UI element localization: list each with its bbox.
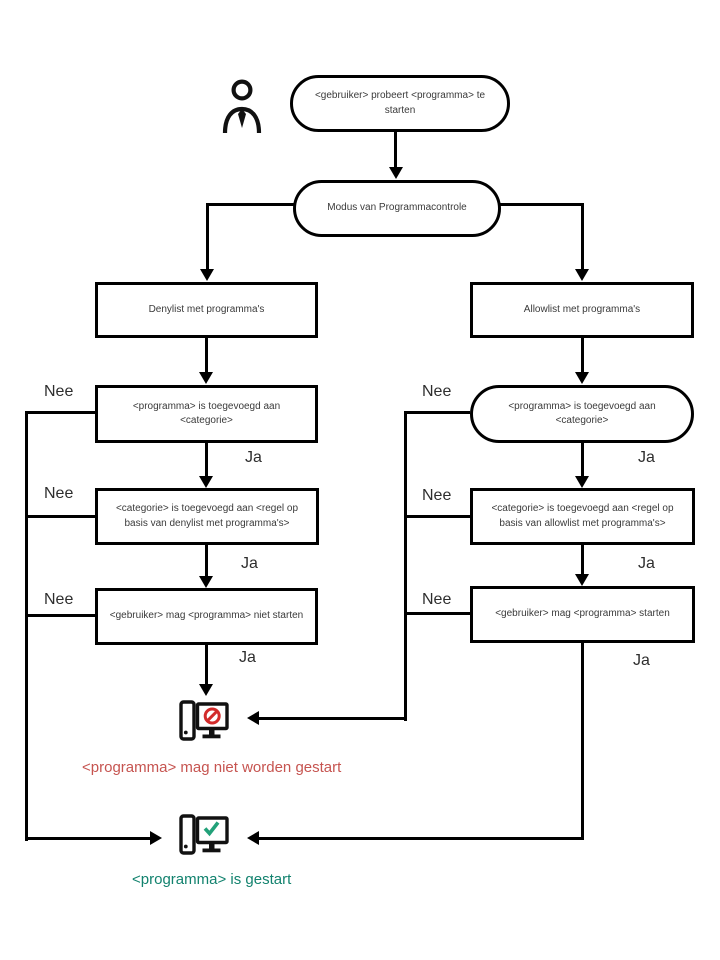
- connector-allow-3: [581, 545, 584, 575]
- connector-right-to-blocked: [259, 717, 407, 720]
- node-deny-program-check: <programma> is toegevoegd aan <categorie…: [95, 385, 318, 443]
- connector-mode-deny-v: [206, 203, 209, 270]
- arrowhead-deny-3: [199, 576, 213, 588]
- connector-nee-deny-1: [25, 411, 95, 414]
- connector-nee-allow-1: [404, 411, 470, 414]
- connector-allow-to-started: [259, 837, 584, 840]
- arrowhead-deny-2: [199, 476, 213, 488]
- edge-label-ja-allow-3: Ja: [633, 652, 650, 669]
- arrowhead-allow-1: [575, 372, 589, 384]
- edge-label-nee-deny-1: Nee: [44, 383, 74, 400]
- connector-allow-ja-v: [581, 643, 584, 840]
- arrowhead-allow-2: [575, 476, 589, 488]
- connector-start-mode: [394, 132, 397, 169]
- edge-label-ja-deny-2: Ja: [241, 555, 258, 572]
- connector-mode-allow-h: [499, 203, 584, 206]
- connector-mode-deny-h: [208, 203, 294, 206]
- connector-deny-1: [205, 338, 208, 374]
- connector-allow-1: [581, 338, 584, 374]
- node-allow-program-check: <programma> is toegevoegd aan <categorie…: [470, 385, 694, 443]
- connector-nee-allow-3: [404, 612, 470, 615]
- edge-label-ja-deny-3: Ja: [239, 649, 256, 666]
- edge-label-ja-deny-1: Ja: [245, 449, 262, 466]
- outcome-started-text: <programma> is gestart: [132, 871, 292, 888]
- edge-label-nee-allow-2: Nee: [422, 487, 452, 504]
- node-deny-category-check: <categorie> is toegevoegd aan <regel op …: [95, 488, 319, 545]
- computer-prohibition-icon: [179, 698, 229, 750]
- arrowhead-deny-1: [199, 372, 213, 384]
- connector-nee-deny-3: [25, 614, 95, 617]
- node-allow-category-check: <categorie> is toegevoegd aan <regel op …: [470, 488, 695, 545]
- arrowhead-mode-allow: [575, 269, 589, 281]
- connector-nee-deny-2: [25, 515, 95, 518]
- node-deny-action: <gebruiker> mag <programma> niet starten: [95, 588, 318, 645]
- user-icon: [220, 78, 264, 139]
- arrowhead-left-to-started: [150, 831, 162, 845]
- edge-label-nee-allow-3: Nee: [422, 591, 452, 608]
- connector-nee-bus-left: [25, 411, 28, 841]
- edge-label-nee-allow-1: Nee: [422, 383, 452, 400]
- arrowhead-allow-to-started: [247, 831, 259, 845]
- arrowhead-mode-deny: [200, 269, 214, 281]
- node-start: <gebruiker> probeert <programma> te star…: [290, 75, 510, 132]
- node-denylist: Denylist met programma's: [95, 282, 318, 338]
- connector-nee-allow-2: [404, 515, 470, 518]
- computer-check-icon: [179, 812, 229, 864]
- connector-deny-4: [205, 645, 208, 685]
- edge-label-nee-deny-3: Nee: [44, 591, 74, 608]
- arrowhead-right-to-blocked: [247, 711, 259, 725]
- outcome-blocked-text: <programma> mag niet worden gestart: [82, 759, 342, 776]
- connector-deny-3: [205, 545, 208, 577]
- arrowhead-start-mode: [389, 167, 403, 179]
- arrowhead-deny-4: [199, 684, 213, 696]
- edge-label-ja-allow-1: Ja: [638, 449, 655, 466]
- arrowhead-allow-3: [575, 574, 589, 586]
- connector-left-to-started: [25, 837, 152, 840]
- node-allowlist: Allowlist met programma's: [470, 282, 694, 338]
- connector-allow-2: [581, 443, 584, 477]
- connector-mode-allow-v: [581, 203, 584, 270]
- connector-nee-bus-right: [404, 411, 407, 721]
- node-allow-action: <gebruiker> mag <programma> starten: [470, 586, 695, 643]
- edge-label-nee-deny-2: Nee: [44, 485, 74, 502]
- connector-deny-2: [205, 443, 208, 477]
- edge-label-ja-allow-2: Ja: [638, 555, 655, 572]
- node-mode: Modus van Programmacontrole: [293, 180, 501, 237]
